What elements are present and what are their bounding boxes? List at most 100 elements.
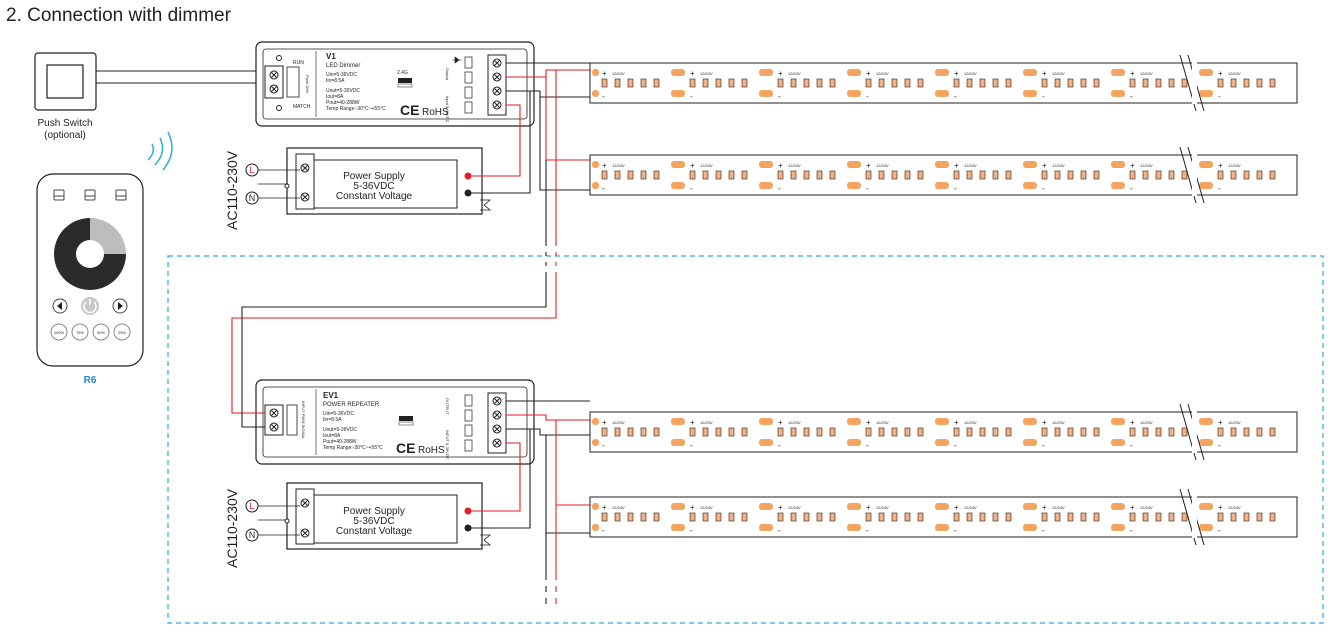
led-chip: [1230, 170, 1237, 180]
strip-voltage-mark: 12/24V: [876, 505, 889, 510]
led-chip: [702, 78, 709, 88]
led-chip: [601, 512, 608, 522]
led-chip: [1041, 427, 1048, 437]
led-chip: [741, 170, 748, 180]
strip-minus-label: -: [1218, 526, 1221, 535]
led-chip: [627, 78, 634, 88]
led-chip: [865, 427, 872, 437]
psu2-type: Constant Voltage: [336, 526, 413, 537]
strip-plus-label: +: [1130, 418, 1135, 427]
strip-voltage-mark: 12/24V: [788, 163, 801, 168]
strip-minus-label: -: [602, 92, 605, 101]
led-chip: [653, 78, 660, 88]
led-chip: [953, 78, 960, 88]
strip-minus-label: -: [866, 441, 869, 450]
led-chip: [1269, 78, 1276, 88]
led-chip: [1243, 170, 1250, 180]
strip-minus-label: -: [602, 526, 605, 535]
strip-minus-label: -: [1130, 441, 1133, 450]
led-chip: [1256, 170, 1263, 180]
strip-plus-label: +: [1218, 418, 1223, 427]
remote-r6: 100% 75% 50% 25% R6: [36, 173, 144, 386]
dimmer-spec-uin: Uin=5-36VDC: [326, 72, 357, 78]
led-chip: [829, 512, 836, 522]
strip-plus-label: +: [1042, 418, 1047, 427]
led-chip: [653, 427, 660, 437]
strip-plus-label: +: [602, 503, 607, 512]
strip-minus-label: -: [1130, 526, 1133, 535]
led-chip: [979, 170, 986, 180]
led-chip: [1230, 512, 1237, 522]
led-chip: [904, 427, 911, 437]
led-chip: [966, 512, 973, 522]
repeater-spec-pout: Pout=40-288W: [323, 439, 357, 445]
led-chip: [689, 512, 696, 522]
led-chip: [1080, 427, 1087, 437]
led-chip: [715, 512, 722, 522]
repeater-model: EV1: [323, 391, 339, 400]
led-strip: +-12/24V+-12/24V+-12/24V+-12/24V+-12/24V…: [589, 488, 1298, 546]
led-chip: [1129, 170, 1136, 180]
strip-plus-label: +: [690, 503, 695, 512]
led-chip: [904, 170, 911, 180]
right-arrow-icon: [118, 302, 123, 310]
led-chip: [992, 427, 999, 437]
strip-minus-label: -: [954, 184, 957, 193]
led-chip: [728, 78, 735, 88]
led-chip: [777, 427, 784, 437]
led-chip: [1243, 78, 1250, 88]
led-chip: [829, 427, 836, 437]
led-chip: [904, 78, 911, 88]
strip-plus-label: +: [954, 161, 959, 170]
strip-plus-label: +: [866, 418, 871, 427]
strip-plus-label: +: [690, 69, 695, 78]
led-chip: [829, 78, 836, 88]
strip-voltage-mark: 12/24V: [700, 505, 713, 510]
led-chip: [689, 170, 696, 180]
psu2-live: L: [249, 501, 254, 511]
led-chip: [953, 427, 960, 437]
strip-voltage-mark: 12/24V: [612, 71, 625, 76]
led-chip: [816, 78, 823, 88]
strip-voltage-mark: 12/24V: [700, 420, 713, 425]
led-chip: [741, 427, 748, 437]
led-chip: [966, 427, 973, 437]
led-chip: [1067, 170, 1074, 180]
led-chip: [979, 427, 986, 437]
led-chip: [1256, 78, 1263, 88]
led-chip: [891, 427, 898, 437]
strip-minus-label: -: [1218, 92, 1221, 101]
led-chip: [627, 170, 634, 180]
led-chip: [865, 170, 872, 180]
led-chip: [1080, 78, 1087, 88]
led-chip: [1054, 170, 1061, 180]
led-chip: [1155, 78, 1162, 88]
strip-minus-label: -: [690, 92, 693, 101]
strip-voltage-mark: 12/24V: [1140, 505, 1153, 510]
strip-plus-label: +: [954, 69, 959, 78]
dimming-wheel-light: [90, 218, 126, 254]
remote-name: R6: [84, 375, 97, 386]
led-chip: [601, 170, 608, 180]
output-label: Output: [445, 68, 450, 81]
led-chip: [816, 512, 823, 522]
led-chip: [1080, 512, 1087, 522]
led-chip: [790, 427, 797, 437]
repeater-spec-iout: Iout=8A: [323, 433, 341, 439]
dimmer-spec-pout: Pout=40-288W: [326, 100, 360, 106]
psu2-voltage: 5-36VDC: [353, 516, 394, 527]
strip-minus-label: -: [1218, 184, 1221, 193]
strip-minus-label: -: [1218, 441, 1221, 450]
led-chip: [627, 427, 634, 437]
strip-minus-label: -: [778, 184, 781, 193]
strip-voltage-mark: 12/24V: [788, 71, 801, 76]
led-chip: [1168, 427, 1175, 437]
led-strip: +-12/24V+-12/24V+-12/24V+-12/24V+-12/24V…: [589, 403, 1298, 461]
led-chip: [1181, 170, 1188, 180]
led-chip: [728, 427, 735, 437]
led-chip: [777, 78, 784, 88]
strip-plus-label: +: [690, 418, 695, 427]
led-chip: [640, 512, 647, 522]
led-chip: [1093, 512, 1100, 522]
